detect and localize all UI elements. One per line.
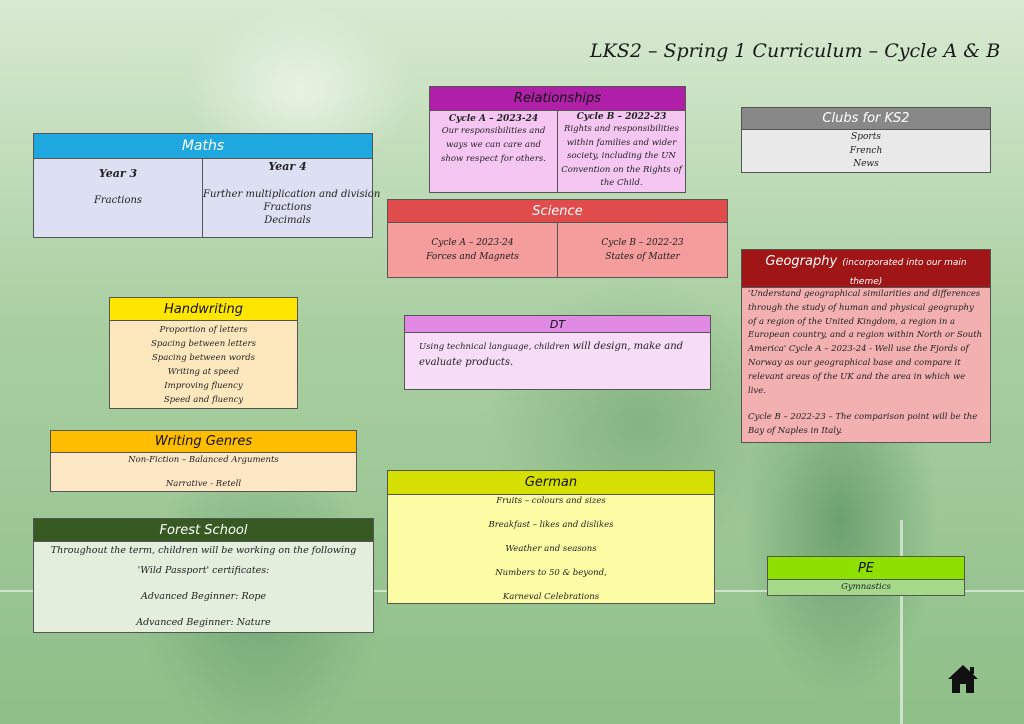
writing-genres-item: Non-Fiction – Balanced Arguments — [128, 455, 279, 465]
field-line — [900, 520, 903, 724]
relationships-box: Relationships Cycle A – 2023-24 Our resp… — [429, 86, 686, 193]
geography-header-note: (incorporated into our main theme) — [842, 258, 967, 287]
dt-text-part: Using technical language, children — [419, 342, 573, 352]
geography-box: Geography (incorporated into our main th… — [741, 249, 991, 443]
clubs-header: Clubs for KS2 — [742, 108, 990, 130]
writing-genres-box: Writing Genres Non-Fiction – Balanced Ar… — [50, 430, 357, 492]
science-cycle-a-topic: Forces and Magnets — [426, 252, 519, 262]
forest-school-line: Throughout the term, children will be wo… — [50, 545, 357, 556]
handwriting-item: Improving fluency — [164, 381, 243, 391]
geography-header: Geography (incorporated into our main th… — [742, 250, 990, 288]
german-item: Weather and seasons — [505, 544, 597, 554]
forest-school-line: Advanced Beginner: Rope — [140, 591, 267, 602]
german-item: Karneval Celebrations — [502, 592, 600, 602]
handwriting-item: Spacing between words — [151, 353, 256, 363]
pe-box: PE Gymnastics — [767, 556, 965, 596]
maths-year3-line: Fractions — [93, 195, 143, 206]
german-item: Breakfast – likes and dislikes — [488, 520, 614, 530]
handwriting-item: Spacing between letters — [151, 339, 256, 349]
maths-year3-title: Year 3 — [98, 167, 138, 180]
science-cycle-b-topic: States of Matter — [605, 252, 680, 262]
german-item: Numbers to 50 & beyond, — [495, 568, 607, 578]
german-box: German Fruits – colours and sizes Breakf… — [387, 470, 715, 604]
dt-box: DT Using technical language, children wi… — [404, 315, 711, 390]
science-cycle-a-title: Cycle A – 2023-24 — [431, 238, 514, 248]
relationships-header: Relationships — [430, 87, 685, 111]
german-item: Fruits – colours and sizes — [496, 496, 606, 506]
page-title: LKS2 – Spring 1 Curriculum – Cycle A & B — [590, 40, 1001, 62]
science-box: Science Cycle A – 2023-24 Forces and Mag… — [387, 199, 728, 278]
forest-school-header: Forest School — [34, 519, 373, 542]
forest-school-line: 'Wild Passport' certificates: — [137, 565, 270, 576]
geography-title: Geography — [765, 254, 838, 269]
pe-header: PE — [768, 557, 964, 580]
handwriting-box: Handwriting Proportion of letters Spacin… — [109, 297, 298, 409]
science-cycle-b-title: Cycle B – 2022-23 — [601, 238, 684, 248]
handwriting-item: Writing at speed — [167, 367, 240, 377]
relationships-cycle-a-title: Cycle A – 2023-24 — [448, 114, 539, 124]
handwriting-header: Handwriting — [110, 298, 297, 321]
relationships-cycle-b-text: Rights and responsibilities within famil… — [561, 124, 682, 188]
forest-school-line: Advanced Beginner: Nature — [136, 617, 271, 628]
maths-year4-line: Decimals — [264, 215, 311, 226]
relationships-cycle-a-text: Our responsibilities and ways we can car… — [441, 126, 546, 164]
maths-year4-line: Fractions — [263, 202, 312, 213]
forest-school-box: Forest School Throughout the term, child… — [33, 518, 374, 633]
dt-header: DT — [405, 316, 710, 333]
writing-genres-item: Narrative - Retell — [165, 479, 242, 489]
maths-header: Maths — [34, 134, 372, 159]
maths-box: Maths Year 3 Fractions Year 4 Further mu… — [33, 133, 381, 238]
clubs-item: Sports — [851, 132, 881, 142]
german-header: German — [388, 471, 714, 495]
geography-paragraph: Cycle B – 2022-23 – The comparison point… — [748, 412, 978, 437]
handwriting-item: Speed and fluency — [163, 395, 244, 405]
science-header: Science — [388, 200, 727, 223]
geography-paragraph: 'Understand geographical similarities an… — [748, 289, 983, 396]
pe-item: Gymnastics — [841, 582, 891, 592]
handwriting-item: Proportion of letters — [159, 325, 248, 335]
maths-year4-title: Year 4 — [268, 160, 307, 173]
dt-text: Using technical language, children will … — [405, 333, 710, 377]
writing-genres-header: Writing Genres — [51, 431, 356, 453]
clubs-item: French — [849, 145, 883, 156]
relationships-cycle-b-title: Cycle B – 2022-23 — [576, 112, 667, 122]
clubs-box: Clubs for KS2 Sports French News — [741, 107, 991, 173]
maths-year4-line: Further multiplication and division — [203, 189, 381, 200]
home-icon[interactable] — [947, 664, 979, 694]
clubs-item: News — [853, 159, 879, 169]
dt-text-emphasis: will design, make and evaluate products. — [419, 341, 684, 368]
